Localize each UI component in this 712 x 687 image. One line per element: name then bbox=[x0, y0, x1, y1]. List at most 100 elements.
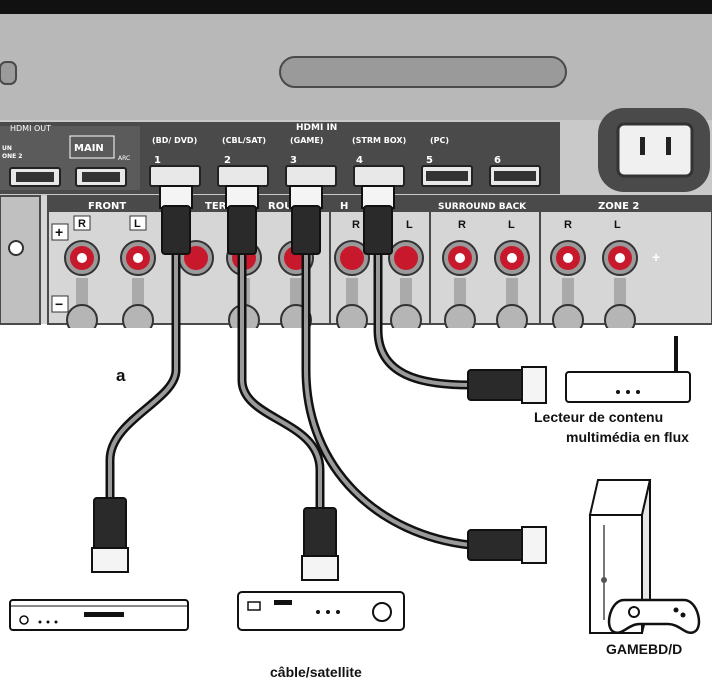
front-l-box bbox=[129, 215, 147, 231]
satellite-box-port bbox=[247, 601, 261, 611]
height-r-letter: R bbox=[352, 219, 360, 231]
cable-2-body bbox=[240, 238, 322, 512]
terminal-height-l-red bbox=[394, 246, 418, 270]
streaming-box-body bbox=[565, 371, 691, 403]
front-r-box bbox=[73, 215, 91, 231]
plug-bd-body bbox=[93, 497, 127, 551]
post-1 bbox=[76, 278, 88, 308]
input-1-number: 1 bbox=[154, 155, 161, 166]
bd-player-dot-3 bbox=[54, 620, 58, 624]
main-label: MAIN bbox=[74, 143, 104, 154]
hdmi-out-zone2-port-slot bbox=[16, 172, 54, 182]
zone2-l-letter: L bbox=[614, 219, 621, 231]
plug-game-tip bbox=[521, 526, 547, 564]
hdmi-in-port-5-slot bbox=[426, 171, 468, 181]
streaming-box-device bbox=[565, 336, 691, 403]
input-6-number: 6 bbox=[494, 155, 501, 166]
plug-3-body bbox=[291, 205, 321, 255]
minus-box bbox=[51, 295, 69, 313]
satellite-box-display bbox=[274, 600, 292, 605]
terminal-front-r-hole bbox=[77, 253, 87, 263]
surround-back-l-letter: L bbox=[508, 219, 515, 231]
gamepad-btn-1 bbox=[673, 607, 679, 613]
satellite-caption: câble/satellite bbox=[270, 664, 362, 680]
plus-sign-right: + bbox=[652, 249, 660, 265]
hdmi-cables bbox=[105, 235, 475, 550]
post-10 bbox=[614, 278, 626, 308]
satellite-box-led-3 bbox=[336, 610, 340, 614]
plug-3-tip bbox=[289, 185, 323, 209]
plug-sat-tip bbox=[301, 555, 339, 581]
arc-label: ARC bbox=[118, 155, 130, 162]
post-7 bbox=[454, 278, 466, 308]
gamepad-stick bbox=[628, 606, 640, 618]
input-4-name: (STRM BOX) bbox=[352, 136, 406, 145]
post-9 bbox=[562, 278, 574, 308]
hdmi-in-label: HDMI IN bbox=[296, 123, 337, 133]
console-top bbox=[588, 479, 652, 516]
main-label-box bbox=[69, 135, 115, 159]
plug-1-tip bbox=[159, 185, 193, 209]
bd-player-power bbox=[19, 615, 29, 625]
hdmi-in-port-4 bbox=[353, 165, 405, 187]
streaming-box-led-3 bbox=[636, 390, 640, 394]
bd-player-dot-1 bbox=[38, 620, 42, 624]
streaming-box-led-2 bbox=[626, 390, 630, 394]
plug-1-body bbox=[161, 205, 191, 255]
terminal-height-r-red bbox=[340, 246, 364, 270]
plug-sat-body bbox=[303, 507, 337, 559]
channel-letters: R L R L R L R L bbox=[73, 215, 621, 231]
hdmi-out-main-port-slot bbox=[82, 172, 120, 182]
hdmi-in-port-1 bbox=[149, 165, 201, 187]
post-6 bbox=[400, 278, 412, 308]
plug-2-body bbox=[227, 205, 257, 255]
plus-sign: + bbox=[55, 224, 63, 240]
terminal-front-l-hole bbox=[133, 253, 143, 263]
cable-label: a bbox=[116, 366, 126, 385]
height-l-letter: L bbox=[406, 219, 413, 231]
front-l-letter: L bbox=[134, 218, 141, 230]
gamepad-btn-2 bbox=[680, 612, 686, 618]
center-label: TER bbox=[205, 201, 227, 212]
zone2-r-letter: R bbox=[564, 219, 572, 231]
hdmi-out-label: HDMI OUT bbox=[10, 124, 51, 133]
front-label: FRONT bbox=[88, 201, 126, 212]
device-plugs bbox=[91, 366, 547, 581]
post-8 bbox=[506, 278, 518, 308]
terminal-surround-back-r-hole bbox=[455, 253, 465, 263]
game-console-device bbox=[588, 479, 701, 635]
antenna bbox=[279, 56, 567, 88]
plug-game-body bbox=[467, 529, 525, 561]
zone2-label-1: UN bbox=[2, 145, 12, 152]
satellite-box-body bbox=[237, 591, 405, 631]
plug-4-tip bbox=[361, 185, 395, 209]
input-4-number: 4 bbox=[356, 155, 363, 166]
terminal-zone2-r-hole bbox=[563, 253, 573, 263]
post-2 bbox=[132, 278, 144, 308]
game-console-caption: GAMEBD/D bbox=[606, 641, 683, 657]
satellite-box-dial bbox=[372, 602, 392, 622]
cable-3-body bbox=[304, 238, 472, 547]
bd-dvd-player-device bbox=[9, 599, 189, 631]
plug-strm-body bbox=[467, 369, 525, 401]
input-3-name: (GAME) bbox=[290, 136, 324, 145]
power-pin-right bbox=[666, 137, 671, 155]
satellite-box-device bbox=[237, 591, 405, 631]
hdmi-in-ports bbox=[149, 165, 541, 187]
plug-strm-tip bbox=[521, 366, 547, 404]
terminal-zone2-l-hole bbox=[615, 253, 625, 263]
front-r-letter: R bbox=[78, 218, 86, 230]
panel-top-edge bbox=[0, 0, 712, 14]
bd-player-tray bbox=[84, 612, 124, 617]
plug-4-body bbox=[363, 205, 393, 255]
plug-2-tip bbox=[225, 185, 259, 209]
zone2-speaker-label: ZONE 2 bbox=[598, 201, 639, 212]
bd-player-dot-2 bbox=[46, 620, 50, 624]
receiver-plugs bbox=[159, 185, 395, 255]
power-socket bbox=[616, 122, 694, 178]
cable-1-body bbox=[108, 238, 178, 502]
console-button bbox=[601, 577, 607, 583]
satellite-box-led-1 bbox=[316, 610, 320, 614]
terminal-surround-back-l-hole bbox=[507, 253, 517, 263]
